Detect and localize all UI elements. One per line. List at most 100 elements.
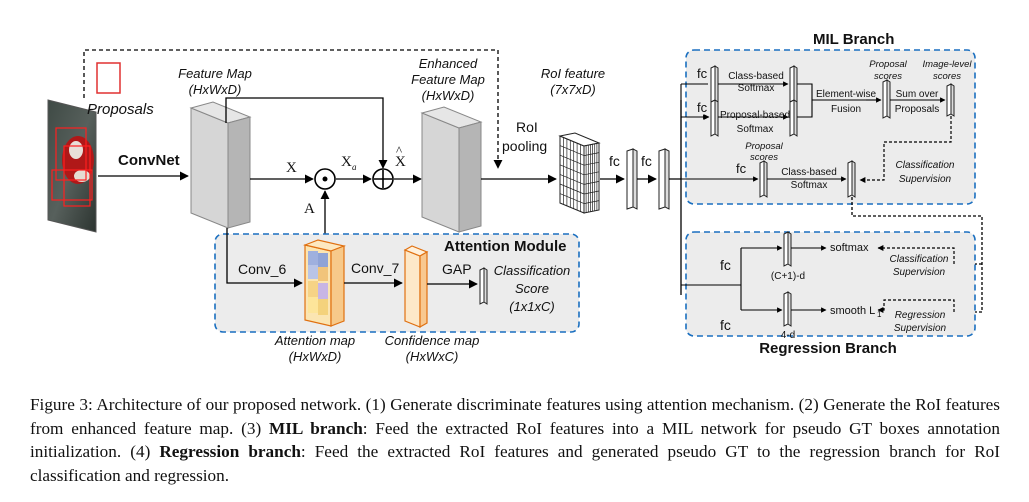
mil-branch-title: MIL Branch <box>813 31 894 48</box>
caption-regression-branch: Regression branch <box>159 442 301 461</box>
gap-label: GAP <box>442 261 472 277</box>
caption-part-3: : Feed the extracted RoI features and ge… <box>30 442 1000 485</box>
class-softmax-label-2: Softmax <box>738 83 775 94</box>
mil-fc-bar-1 <box>710 65 719 103</box>
mil-fc-label-3: fc <box>736 161 747 176</box>
branch-split-lines <box>669 100 682 295</box>
reg-box-supervision-2: Supervision <box>894 323 947 334</box>
class-softmax-label-1: Class-based <box>728 71 784 82</box>
roi-feature-title: RoI feature <box>541 66 605 81</box>
image-level-scores-bar <box>946 83 955 117</box>
mil-branch-box <box>685 49 976 205</box>
skip-connection-arrow <box>225 97 388 169</box>
enhanced-feature-map-block <box>420 106 483 233</box>
attention-map-cube <box>302 239 347 327</box>
x-label: X <box>286 160 297 176</box>
fc2-label: fc <box>641 153 652 169</box>
mil-proposal-scores-mid-1: Proposal <box>745 141 783 152</box>
mil-cls-supervision-2: Supervision <box>899 174 952 185</box>
proposal-scores-bar <box>882 79 891 119</box>
mil-proposal-scores-1: Proposal <box>869 59 907 70</box>
attention-map-title: Attention map <box>274 333 355 348</box>
mil-fc-label-2: fc <box>697 100 708 115</box>
conv7-label: Conv_7 <box>351 260 399 276</box>
input-image <box>47 99 97 233</box>
mil-proposal-scores-mid-2: scores <box>750 152 778 163</box>
regression-branch-title: Regression Branch <box>759 340 897 357</box>
conv6-arrow <box>226 228 303 288</box>
reg-box-bar <box>783 291 792 327</box>
reg-box-supervision-dashed <box>877 299 955 313</box>
reg-cls-supervision-1: Classification <box>890 254 949 265</box>
regression-input-line <box>681 248 742 310</box>
fc1-label: fc <box>609 153 620 169</box>
image-level-label-1: Image-level <box>922 59 972 70</box>
proposal-softmax-label-2: Softmax <box>737 124 774 135</box>
caption-mil-branch: MIL branch <box>269 418 363 438</box>
attention-map-dims: (HxWxD) <box>289 349 342 364</box>
fc1-layer <box>626 148 638 210</box>
attention-module-title: Attention Module <box>444 238 566 255</box>
feature-map-block <box>189 101 252 229</box>
fc2-layer <box>658 148 670 210</box>
sum-over-label-2: Proposals <box>895 104 939 115</box>
proposal-softmax-label-1: Proposal-based <box>720 110 790 121</box>
mil-softmax-bar-2 <box>789 99 798 137</box>
a-label: A <box>304 201 315 217</box>
roi-pooling-label-2: pooling <box>502 138 547 154</box>
conv6-label: Conv_6 <box>238 261 286 277</box>
caption-part-1: Figure 3: Architecture of our proposed n… <box>30 395 1000 438</box>
reg-fc-label-2: fc <box>720 317 731 333</box>
feature-map-dims: (HxWxD) <box>189 82 242 97</box>
softmax-label: softmax <box>830 242 869 254</box>
figure-caption: Figure 3: Architecture of our proposed n… <box>30 393 1000 487</box>
mil-fc-bar-2 <box>710 99 719 137</box>
confidence-map-title: Confidence map <box>385 333 480 348</box>
image-to-supervision-dashed <box>859 116 952 183</box>
roi-feature-dims: (7x7xD) <box>550 82 596 97</box>
fourd-label: 4-d <box>781 330 795 341</box>
xhat-label: X <box>395 154 406 170</box>
architecture-diagram: Proposals ConvNet Feature Map (HxWxD) X … <box>47 31 983 364</box>
image-level-label-2: scores <box>933 71 961 82</box>
elementwise-label-1: Element-wise <box>816 89 876 100</box>
xa-label: X <box>341 154 352 170</box>
enhanced-feature-map-dims: (HxWxD) <box>422 88 475 103</box>
sum-over-label-1: Sum over <box>896 89 939 100</box>
reg-cls-bar <box>783 231 792 267</box>
feature-map-title: Feature Map <box>178 66 252 81</box>
mil-fc-bar-3 <box>759 160 768 198</box>
pseudo-gt-dashed-link <box>851 197 983 316</box>
att-cls-score-line1: Classification <box>494 263 571 278</box>
proposal-box-icon <box>96 62 121 94</box>
proposals-label: Proposals <box>87 101 154 118</box>
classification-score-bar <box>479 267 488 305</box>
reg-cls-supervision-dashed <box>877 245 955 264</box>
mil-softmax-bar-3 <box>847 160 856 198</box>
roi-feature-grid <box>558 132 601 214</box>
reg-box-supervision-1: Regression <box>895 310 946 321</box>
reg-cls-supervision-2: Supervision <box>893 267 946 278</box>
att-cls-score-dims: (1x1xC) <box>509 299 555 314</box>
proposal-dashed-path <box>83 49 503 169</box>
mil-proposal-scores-2: scores <box>874 71 902 82</box>
add-op <box>372 168 394 190</box>
enhanced-feature-map-title-1: Enhanced <box>419 56 478 71</box>
convnet-label: ConvNet <box>118 152 180 169</box>
class-softmax3-label-2: Softmax <box>791 180 828 191</box>
caption-part-2: : Feed the extracted RoI features into a… <box>30 418 1000 462</box>
c1d-label: (C+1)-d <box>771 271 805 282</box>
reg-fc-label-1: fc <box>720 257 731 273</box>
xa-subscript: a <box>352 162 357 172</box>
smoothl1-label: smooth L <box>830 305 875 317</box>
mil-cls-supervision-1: Classification <box>896 160 955 171</box>
smoothl1-subscript: 1 <box>877 310 882 319</box>
mil-softmax-bar-1 <box>789 65 798 103</box>
roi-pooling-label-1: RoI <box>516 119 538 135</box>
enhanced-feature-map-title-2: Feature Map <box>411 72 485 87</box>
mil-fc-label-1: fc <box>697 66 708 81</box>
multiply-op <box>314 168 336 190</box>
att-cls-score-line2: Score <box>515 281 549 296</box>
xhat-hat: ^ <box>396 143 402 158</box>
confidence-map-cube <box>403 245 429 329</box>
